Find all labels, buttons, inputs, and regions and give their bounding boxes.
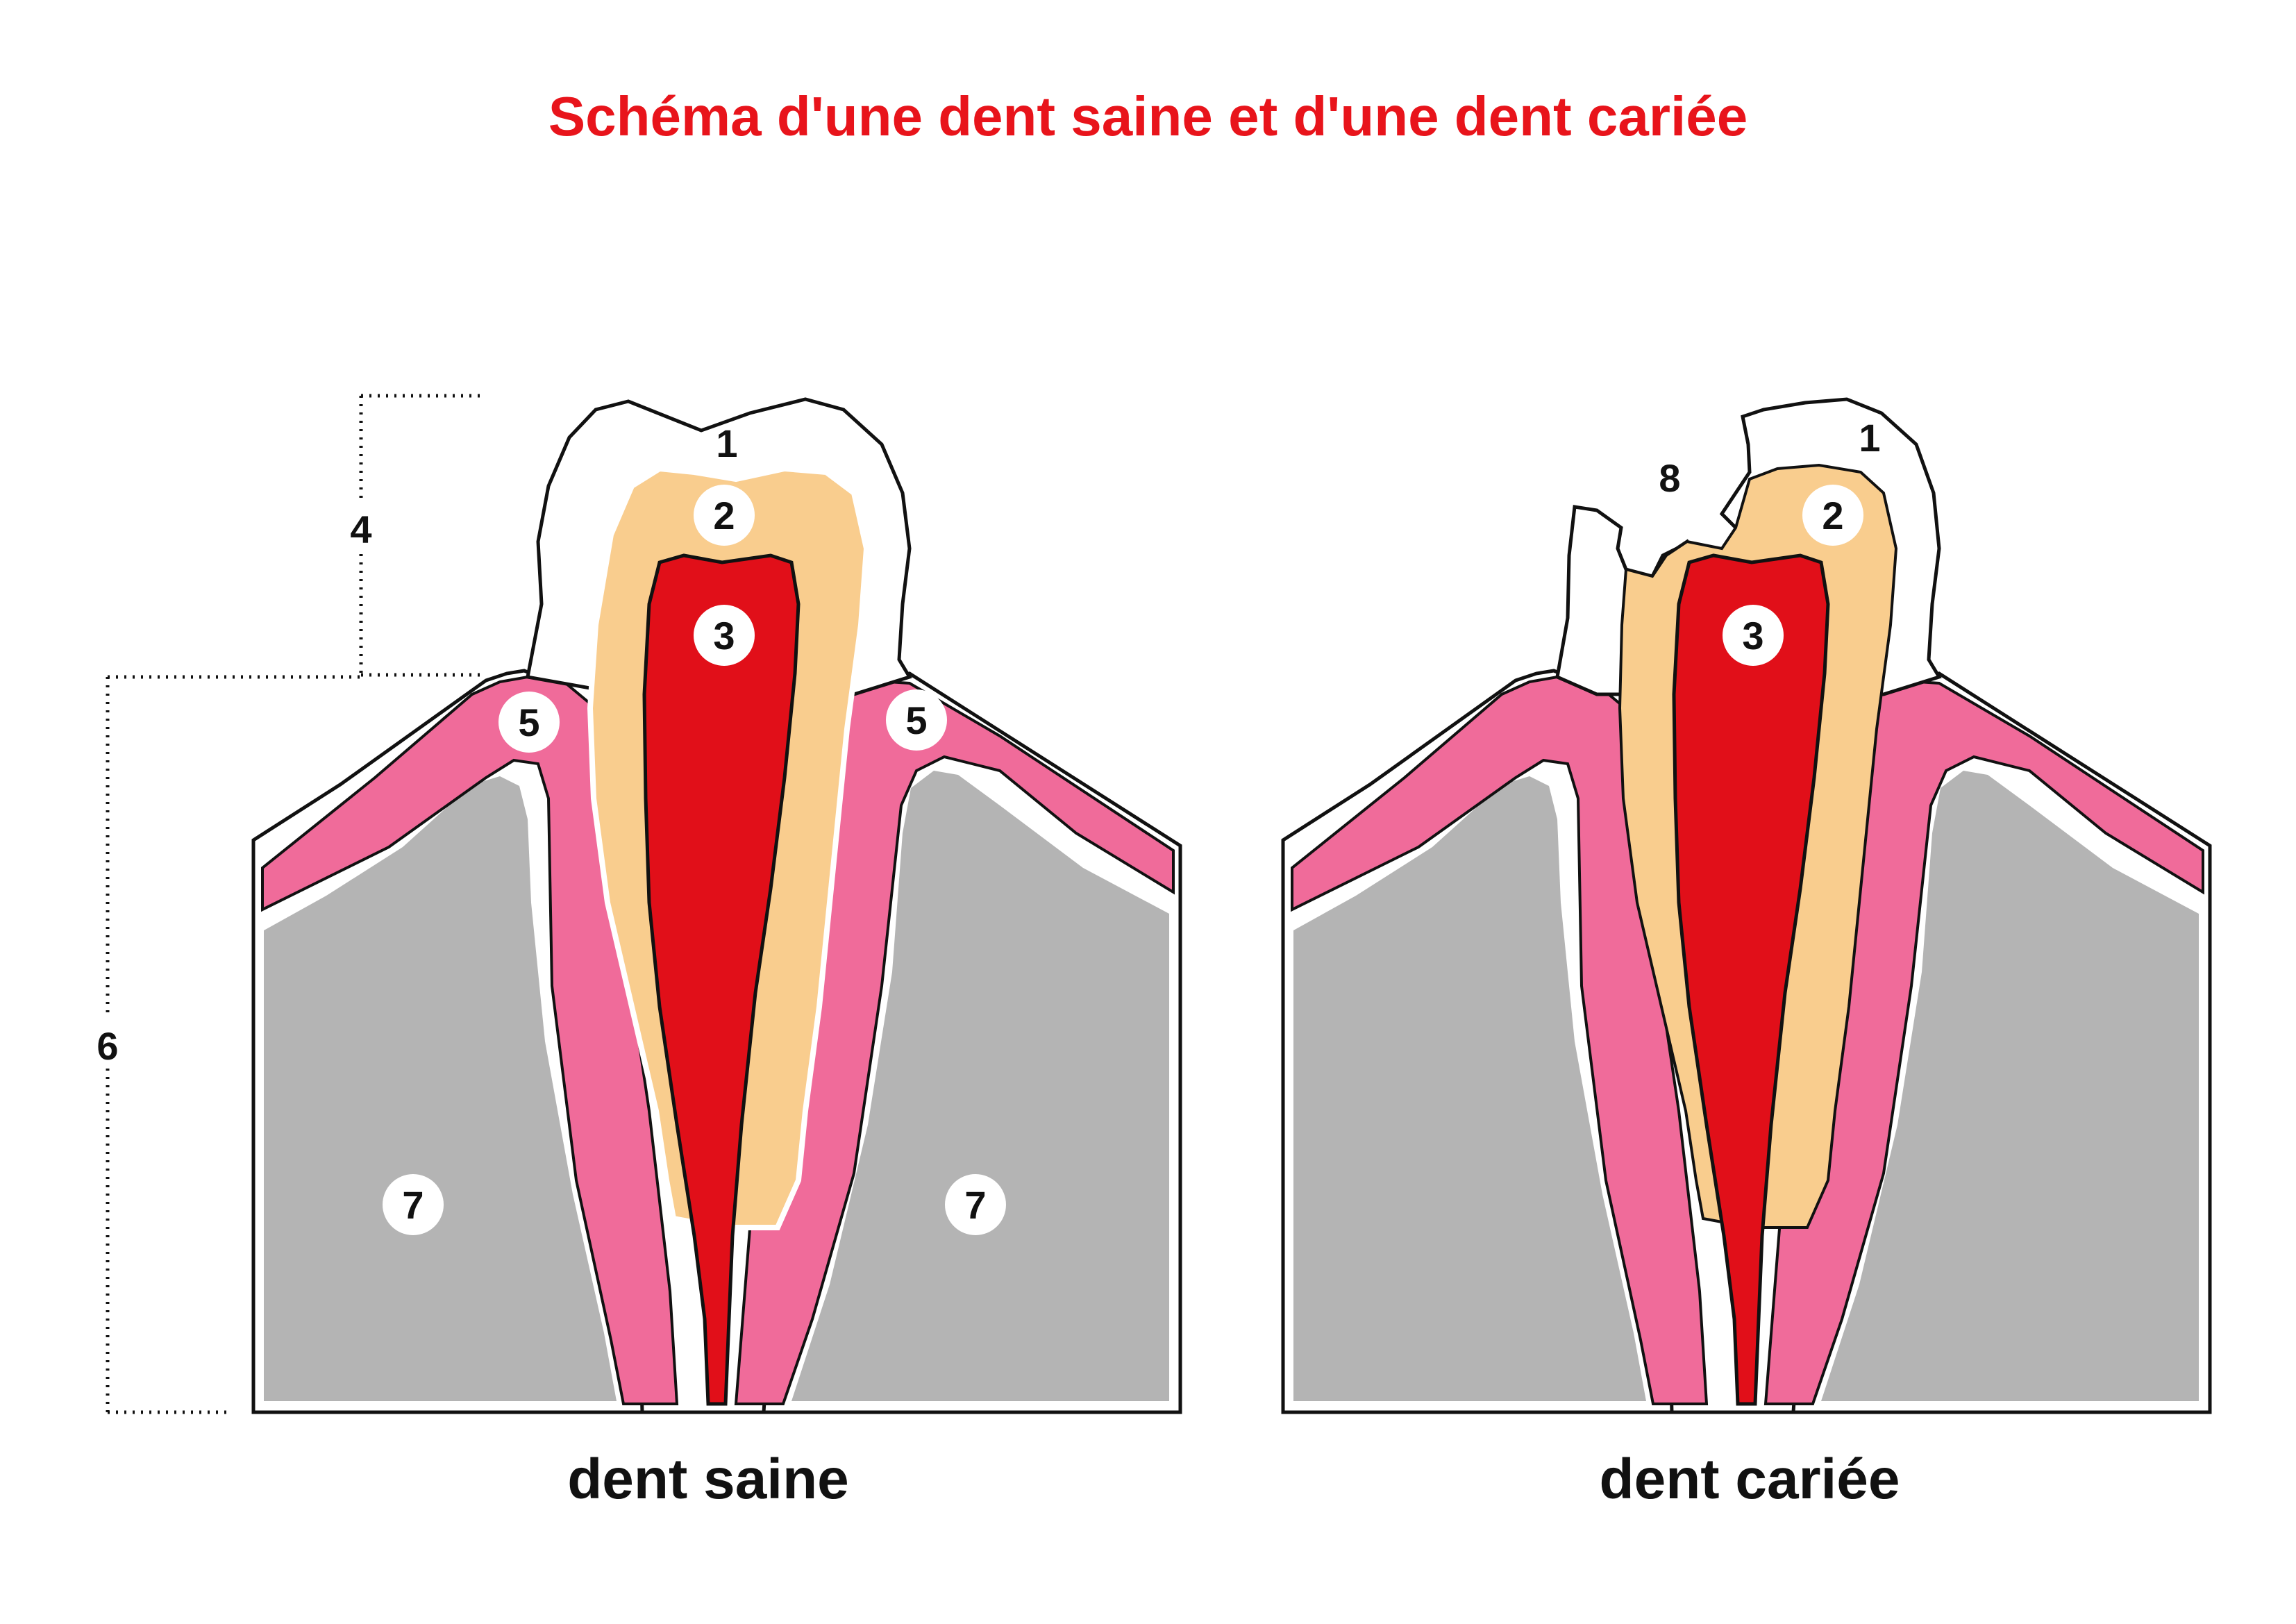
label-gum-healthy-left-badge: 5 <box>498 692 560 753</box>
carious-tooth <box>1283 399 2210 1412</box>
label-pulp-carious: 3 <box>1742 614 1763 658</box>
label-dentin-healthy: 2 <box>713 494 735 537</box>
label-dentin-healthy-badge: 2 <box>694 485 755 546</box>
label-pulp-carious-badge: 3 <box>1723 605 1784 666</box>
label-bone-healthy-left: 7 <box>402 1183 424 1227</box>
label-cavity: 8 <box>1659 456 1680 500</box>
label-crown: 4 <box>350 508 371 551</box>
label-gum-healthy-right: 5 <box>905 698 927 742</box>
label-enamel-carious: 1 <box>1859 416 1880 460</box>
label-gum-healthy-left: 5 <box>518 701 539 744</box>
label-root: 6 <box>97 1024 118 1068</box>
label-bone-healthy-right-badge: 7 <box>945 1174 1006 1235</box>
label-pulp-healthy-badge: 3 <box>694 605 755 666</box>
label-pulp-healthy: 3 <box>713 614 735 658</box>
label-enamel-healthy: 1 <box>716 421 737 465</box>
label-bone-healthy-left-badge: 7 <box>383 1174 444 1235</box>
healthy-tooth <box>253 399 1180 1412</box>
label-dentin-carious: 2 <box>1822 494 1843 537</box>
label-bone-healthy-right: 7 <box>964 1183 986 1227</box>
label-dentin-carious-badge: 2 <box>1802 485 1863 546</box>
label-gum-healthy-right-badge: 5 <box>886 689 947 751</box>
caption-carious: dent cariée <box>1437 1451 2062 1508</box>
caption-healthy: dent saine <box>396 1451 1021 1508</box>
